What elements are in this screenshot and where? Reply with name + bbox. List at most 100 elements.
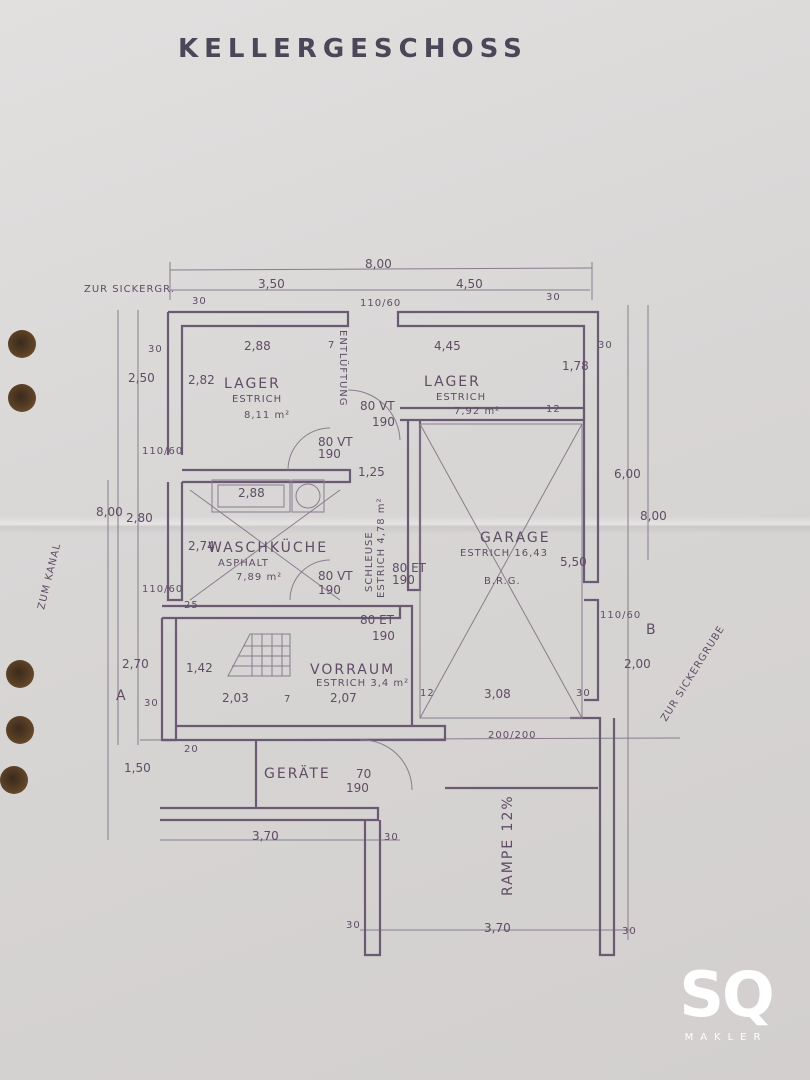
room-lager-1-floor: ESTRICH bbox=[232, 394, 282, 405]
room-lager-2-area: 7,92 m² bbox=[454, 406, 500, 417]
dim-550: 5,50 bbox=[560, 555, 587, 569]
punch-hole bbox=[6, 716, 34, 744]
plan-title: KELLERGESCHOSS bbox=[178, 34, 528, 64]
label-zum-kanal: ZUM KANAL bbox=[36, 542, 63, 611]
win-110-60-a: 110/60 bbox=[360, 298, 401, 309]
punch-hole bbox=[8, 330, 36, 358]
room-geraete: GERÄTE bbox=[264, 764, 331, 782]
t12: 12 bbox=[420, 688, 435, 699]
dim-800-right: 8,00 bbox=[640, 509, 667, 523]
bathtub bbox=[211, 479, 325, 513]
label-zur-sickergrube: ZUR SICKERGRUBE bbox=[659, 624, 727, 724]
room-rampe: RAMPE 12% bbox=[500, 794, 516, 896]
t7a: 7 bbox=[328, 340, 335, 351]
dim-274: 2,74 bbox=[188, 539, 215, 553]
t30-c: 30 bbox=[546, 292, 561, 303]
room-lager-2-floor: ESTRICH bbox=[436, 392, 486, 403]
t30-f: 30 bbox=[576, 688, 591, 699]
dim-left-width: 3,50 bbox=[258, 277, 285, 291]
dim-250: 2,50 bbox=[128, 371, 155, 385]
dim-370b: 3,70 bbox=[484, 921, 511, 935]
logo-sub: MAKLER bbox=[684, 1032, 768, 1043]
t30-b: 30 bbox=[192, 296, 207, 307]
label-entlueftung: ENTLÜFTUNG bbox=[337, 330, 350, 407]
dimension-texts: 8,00 3,50 4,50 2,88 4,45 2,50 2,82 1,78 … bbox=[96, 257, 667, 937]
ramp-200-200: 200/200 bbox=[488, 730, 537, 741]
win-110-60-d: 110/60 bbox=[600, 610, 641, 621]
door-190-a: 190 bbox=[318, 447, 341, 461]
t30-i: 30 bbox=[622, 926, 637, 937]
t25: 25 bbox=[184, 600, 199, 611]
room-lager-1-area: 8,11 m² bbox=[244, 410, 290, 421]
room-lager-1: LAGER bbox=[224, 376, 281, 392]
dim-288: 2,88 bbox=[244, 339, 271, 353]
dim-282: 2,82 bbox=[188, 373, 215, 387]
door-190-d: 190 bbox=[392, 573, 415, 587]
room-labels: LAGER ESTRICH 8,11 m² LAGER ESTRICH 7,92… bbox=[208, 374, 551, 896]
room-schleuse-floor: ESTRICH 4,78 m² bbox=[376, 497, 387, 598]
door-70: 70 bbox=[356, 767, 371, 781]
door-190-e: 190 bbox=[372, 629, 395, 643]
t30-d: 30 bbox=[598, 340, 613, 351]
room-waschkueche-area: 7,89 m² bbox=[236, 572, 282, 583]
room-waschkueche-floor: ASPHALT bbox=[218, 558, 269, 569]
dim-207: 2,07 bbox=[330, 691, 357, 705]
dim-150: 1,50 bbox=[124, 761, 151, 775]
section-b: B bbox=[646, 622, 658, 638]
garage-cross bbox=[189, 423, 583, 719]
door-190-f: 190 bbox=[346, 781, 369, 795]
dim-total-width: 8,00 bbox=[365, 257, 392, 271]
dim-125: 1,25 bbox=[358, 465, 385, 479]
paper-fold bbox=[0, 516, 810, 534]
dim-370a: 3,70 bbox=[252, 829, 279, 843]
room-vorraum-floor: ESTRICH 3,4 m² bbox=[316, 678, 409, 689]
room-lager-2: LAGER bbox=[424, 374, 481, 390]
punch-hole bbox=[6, 660, 34, 688]
sq-makler-logo: SQ MAKLER bbox=[660, 958, 792, 1048]
dim-right-width: 4,50 bbox=[456, 277, 483, 291]
dim-308: 3,08 bbox=[484, 687, 511, 701]
dimension-lines bbox=[107, 262, 681, 940]
logo-mark: SQ bbox=[679, 958, 774, 1031]
walls bbox=[160, 310, 616, 957]
t30-e: 30 bbox=[144, 698, 159, 709]
t30-h: 30 bbox=[346, 920, 361, 931]
punch-hole bbox=[8, 384, 36, 412]
door-190-c: 190 bbox=[318, 583, 341, 597]
dim-203: 2,03 bbox=[222, 691, 249, 705]
t20: 20 bbox=[184, 744, 199, 755]
door-80et-b: 80 ET bbox=[360, 613, 395, 627]
room-garage-floor: ESTRICH 16,43 bbox=[460, 548, 548, 559]
dim-178: 1,78 bbox=[562, 359, 589, 373]
label-zur-sickergr: ZUR SICKERGR. bbox=[84, 284, 175, 295]
section-a: A bbox=[116, 688, 128, 704]
room-vorraum: VORRAUM bbox=[310, 662, 395, 678]
win-110-60-c: 110/60 bbox=[142, 584, 183, 595]
door-80et: 80 ET bbox=[392, 561, 427, 575]
door-80vt-a: 80 VT bbox=[318, 435, 353, 449]
door-80vt-b: 80 VT bbox=[360, 399, 395, 413]
t30-g: 30 bbox=[384, 832, 399, 843]
t30-a: 30 bbox=[148, 344, 163, 355]
room-garage-extra: B.R.G. bbox=[484, 576, 521, 587]
door-80vt-c: 80 VT bbox=[318, 569, 353, 583]
dim-142: 1,42 bbox=[186, 661, 213, 675]
door-190-b: 190 bbox=[372, 415, 395, 429]
room-waschkueche: WASCHKÜCHE bbox=[208, 538, 328, 556]
room-garage: GARAGE bbox=[480, 530, 551, 546]
dim-200: 2,00 bbox=[624, 657, 651, 671]
door-arcs bbox=[287, 389, 413, 791]
dim-445: 4,45 bbox=[434, 339, 461, 353]
punch-hole bbox=[0, 766, 28, 794]
t12b: 12 bbox=[546, 404, 561, 415]
room-schleuse: SCHLEUSE bbox=[364, 531, 375, 592]
dim-600: 6,00 bbox=[614, 467, 641, 481]
t7b: 7 bbox=[284, 694, 291, 705]
stairs bbox=[227, 633, 291, 677]
dim-288b: 2,88 bbox=[238, 486, 265, 500]
win-110-60-b: 110/60 bbox=[142, 446, 183, 457]
dim-270: 2,70 bbox=[122, 657, 149, 671]
dim-280: 2,80 bbox=[126, 511, 153, 525]
